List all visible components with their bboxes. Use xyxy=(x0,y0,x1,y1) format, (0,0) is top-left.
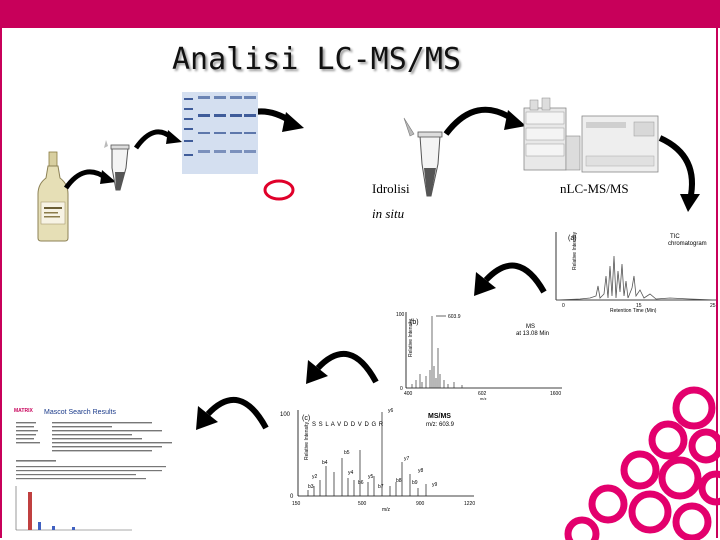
flow-arrow-4 xyxy=(443,106,526,136)
ion-label: y9 xyxy=(432,482,438,488)
ion-label: y8 xyxy=(418,468,424,474)
ms-title-1: MS xyxy=(526,324,535,330)
tic-tag: (a) xyxy=(568,235,577,242)
ms-tag: (b) xyxy=(410,319,419,326)
decorative-ring-pattern xyxy=(564,386,720,540)
ion-label: b9 xyxy=(412,480,418,486)
ion-label: y5 xyxy=(368,474,374,480)
msms-xtick-500: 500 xyxy=(358,501,367,507)
mascot-logo: MATRIX xyxy=(14,408,33,414)
flow-arrow-1 xyxy=(63,169,116,190)
msms-ylabel: Relative Intensity xyxy=(304,421,310,460)
flow-arrow-7 xyxy=(306,350,379,384)
msms-tag: (c) xyxy=(302,415,310,422)
flow-arrow-6 xyxy=(474,262,547,296)
ion-label: b3 xyxy=(308,484,314,490)
msms-sequence: S S L A V D D V D G R xyxy=(312,422,384,428)
msms-ytick-100: 100 xyxy=(280,412,291,418)
msms-xlabel: m/z xyxy=(382,507,391,513)
tic-tick-0: 0 xyxy=(562,303,565,309)
ms-ylabel: Relative Intensity xyxy=(408,318,414,357)
in-situ-label: in situ xyxy=(372,206,405,221)
ms-xtick-400: 400 xyxy=(404,391,413,397)
msms-title-2: m/z: 603.9 xyxy=(426,422,455,428)
ms-peak-label: 603.9 xyxy=(448,314,461,320)
band-selection-circle xyxy=(263,179,295,201)
msms-xtick-1220: 1220 xyxy=(464,501,475,507)
ion-label: b4 xyxy=(322,460,328,466)
ms-spectrum-chart: Relative Intensity 100 0 (b) 603.9 MS at… xyxy=(396,312,562,401)
ion-label: y6 xyxy=(388,408,394,414)
ms-xtick-1600: 1600 xyxy=(550,391,561,397)
ion-label: b5 xyxy=(344,450,350,456)
ion-label: b7 xyxy=(378,484,384,490)
flow-arrow-8 xyxy=(196,396,269,430)
test-tube-icon xyxy=(403,117,443,197)
tic-tick-15: 15 xyxy=(636,303,642,309)
slide-title: Analisi LC-MS/MS xyxy=(172,42,461,77)
hydrolysis-label: Idrolisi xyxy=(372,181,410,196)
tic-xlabel: Retention Time (Min) xyxy=(610,308,657,314)
tic-ylabel: Relative Intensity xyxy=(572,231,578,270)
lc-ms-instrument-image xyxy=(523,97,659,173)
nlc-ms-label: nLC-MS/MS xyxy=(560,181,629,196)
test-tube-icon xyxy=(104,140,130,191)
tic-tick-25: 25 xyxy=(710,303,716,309)
flow-arrow-5 xyxy=(658,135,700,212)
ms-ytick-0: 0 xyxy=(400,386,403,392)
mascot-header: Mascot Search Results xyxy=(44,409,116,416)
sds-gel-image xyxy=(182,92,258,174)
tic-chromatogram-chart: Relative Intensity (a) TIC chromatogram … xyxy=(555,231,717,314)
ms-title-2: at 13.08 Min xyxy=(516,331,549,337)
ms-xlabel: m/z xyxy=(480,396,486,401)
ms-ytick-100: 100 xyxy=(396,312,405,318)
msms-title-1: MS/MS xyxy=(428,413,451,420)
slide-frame xyxy=(0,28,718,538)
ion-label: b6 xyxy=(358,480,364,486)
top-accent-bar xyxy=(0,0,720,28)
ion-label: b8 xyxy=(396,478,402,484)
tic-title-2: chromatogram xyxy=(668,241,707,247)
msms-xtick-900: 900 xyxy=(416,501,425,507)
flow-arrow-2 xyxy=(133,129,182,150)
ion-label: y7 xyxy=(404,456,410,462)
msms-xtick-150: 150 xyxy=(292,501,301,507)
ion-label: y2 xyxy=(312,474,318,480)
mascot-search-results-image: MATRIX Mascot Search Results xyxy=(12,404,180,536)
ion-label: y4 xyxy=(348,470,354,476)
ms-xtick-602: 602 xyxy=(478,391,487,397)
wine-bottle-icon xyxy=(37,151,69,242)
tic-title-1: TIC xyxy=(670,234,680,240)
msms-spectrum-chart: Relative Intensity 100 0 (c) S S L A V D… xyxy=(280,408,475,513)
msms-ytick-0: 0 xyxy=(290,494,294,500)
